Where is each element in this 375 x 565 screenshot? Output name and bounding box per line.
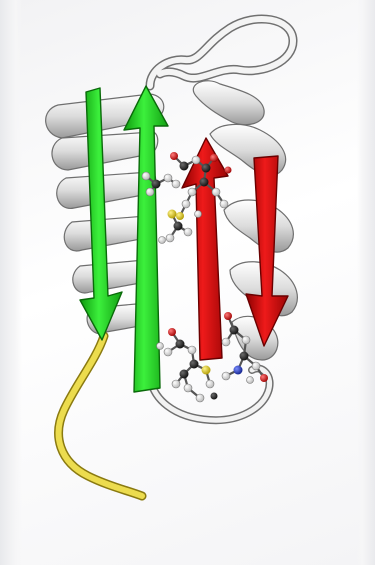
bottom-loop-highlight [150, 368, 270, 420]
yellow-tail-highlight [59, 336, 142, 496]
top-loop [150, 19, 293, 86]
yellow-tail [59, 336, 142, 496]
